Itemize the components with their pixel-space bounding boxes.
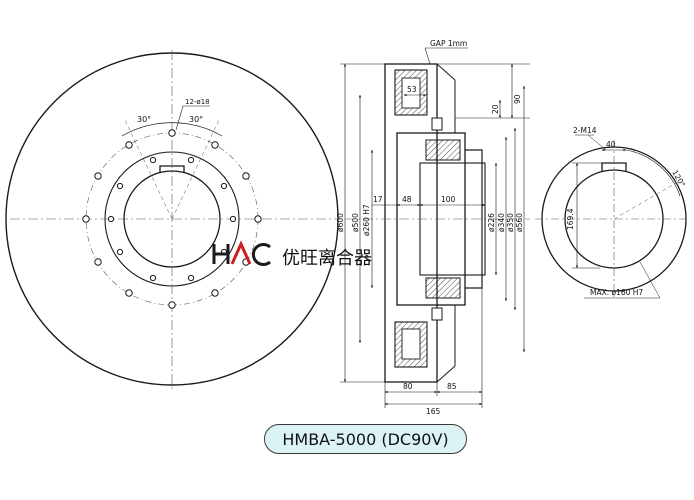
dia-340: ø340 <box>497 213 506 232</box>
dim-20: 20 <box>491 104 500 114</box>
bolt-hole <box>168 129 176 137</box>
angle-arc <box>121 122 223 137</box>
section-dimension-text: GAP 1mm 53 90 20 17 48 100 80 85 165 ø60… <box>336 39 524 416</box>
dia-350: ø350 <box>506 213 515 232</box>
hac-logo-mark <box>212 240 271 266</box>
inner-hole <box>149 274 157 282</box>
inner-hole <box>229 215 237 223</box>
dim-80: 80 <box>403 382 413 391</box>
angle-ray-left <box>124 119 173 220</box>
dia-226: ø226 <box>487 213 496 232</box>
bolt-hole <box>94 172 102 180</box>
keyway-callout: 2-M14 <box>573 126 597 135</box>
bolt-hole <box>168 301 176 309</box>
dia-500: ø500 <box>351 213 360 232</box>
dim-40: 40 <box>606 140 616 149</box>
inner-hole <box>187 274 195 282</box>
inner-hole <box>187 156 195 164</box>
dia-600: ø600 <box>336 213 345 232</box>
section-view <box>340 47 530 408</box>
bolt-callout: 12-ø18 <box>185 98 210 106</box>
inner-hole <box>116 248 124 256</box>
inner-hole <box>116 182 124 190</box>
bolt-hole <box>242 172 250 180</box>
bolt-hole <box>254 215 262 223</box>
dim-165: 165 <box>426 407 441 416</box>
hub-body <box>396 132 466 306</box>
company-name: 优旺离合器 <box>282 248 372 269</box>
model-caption: HMBA-5000 (DC90V) <box>264 424 467 454</box>
dim-17: 17 <box>373 195 383 204</box>
dia-260: ø260 H7 <box>362 204 371 236</box>
bolt-hole <box>125 289 133 297</box>
bolt-hole <box>94 258 102 266</box>
inner-hole <box>220 182 228 190</box>
keyway-view <box>535 134 690 300</box>
angle-label-right: 30° <box>189 115 203 124</box>
dim-85: 85 <box>447 382 457 391</box>
dim-100: 100 <box>441 195 456 204</box>
dim-90: 90 <box>513 94 522 104</box>
dim-53: 53 <box>407 85 417 94</box>
front-view: 12-ø18 30° 30° <box>5 50 340 390</box>
bolt-hole <box>211 289 219 297</box>
dia-560: ø560 <box>515 213 524 232</box>
outer-flange <box>384 63 438 383</box>
max-bore: MAX. ø160 H7 <box>590 288 643 297</box>
bolt-hole <box>82 215 90 223</box>
dim-169: 169.4 <box>566 208 575 230</box>
bolt-hole <box>211 141 219 149</box>
company-logo: 优旺离合器 <box>212 240 372 269</box>
callout-leader <box>175 105 184 131</box>
dim-48: 48 <box>402 195 412 204</box>
angle-label-left: 30° <box>137 115 151 124</box>
bolt-hole <box>125 141 133 149</box>
angle-120: 120° <box>670 169 687 189</box>
angle-ray-right <box>171 119 220 220</box>
gap-label: GAP 1mm <box>430 39 467 48</box>
inner-hole <box>107 215 115 223</box>
model-caption-text: HMBA-5000 (DC90V) <box>282 429 449 449</box>
inner-hole <box>149 156 157 164</box>
